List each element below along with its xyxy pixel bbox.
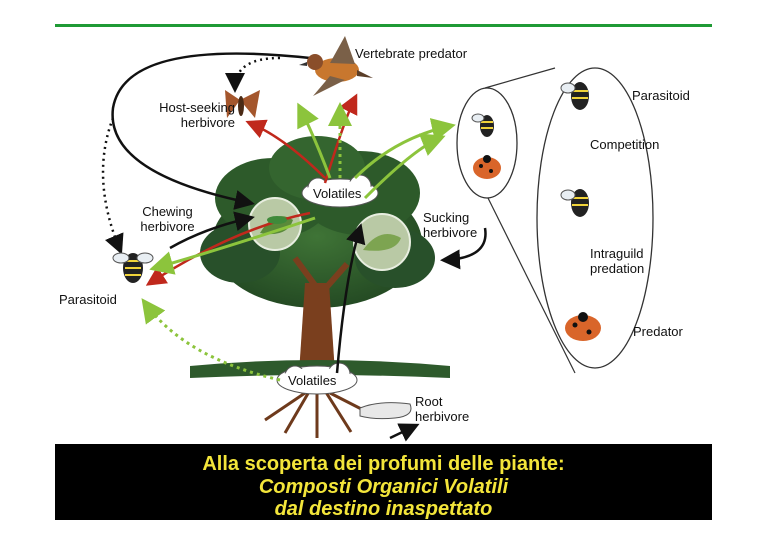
large-inset-wasp-mid-icon xyxy=(560,189,589,217)
black-arrow-predator-to-tree xyxy=(111,52,311,210)
bird-icon xyxy=(299,36,373,96)
label-volatiles-bottom: Volatiles xyxy=(288,373,337,388)
black-arrows xyxy=(111,52,487,442)
tritrophic-interaction-diagram: Vertebrate predator Host-seeking herbivo… xyxy=(55,28,712,444)
green-arrow-to-parasitoid xyxy=(149,216,316,275)
black-arrow-enemies-to-sucker xyxy=(440,227,487,270)
roots xyxy=(264,377,376,438)
label-chewing-herbivore: Chewing herbivore xyxy=(140,204,195,234)
label-competition: Competition xyxy=(590,137,660,152)
caption-line-2: Composti Organici Volatili xyxy=(258,476,509,498)
caption-line-3: dal destino inaspettato xyxy=(274,498,493,520)
label-root-herbivore: Root herbivore xyxy=(415,394,470,424)
inset-ladybug-icon xyxy=(473,155,501,179)
black-arrow-root-volatiles xyxy=(335,223,366,374)
caterpillar-icon xyxy=(267,216,287,224)
green-arrow-up-left xyxy=(297,102,332,179)
label-vertebrate-predator: Vertebrate predator xyxy=(355,46,468,61)
label-predator: Predator xyxy=(633,324,683,339)
black-arrow-parasitoid-to-chewer xyxy=(169,211,255,250)
moth-icon xyxy=(225,90,260,118)
dotted-arrow-root-to-parasitoid xyxy=(141,298,281,382)
volatiles-cloud-top xyxy=(301,174,379,208)
caption-banner: Alla scoperta dei profumi delle piante: … xyxy=(55,444,712,520)
label-host-seeking-herbivore: Host-seeking herbivore xyxy=(159,100,235,130)
caption-line-1: Alla scoperta dei profumi delle piante: xyxy=(202,453,565,475)
label-sucking-herbivore: Sucking herbivore xyxy=(423,210,478,240)
label-parasitoid-left: Parasitoid xyxy=(59,292,117,307)
dotted-green-arrows xyxy=(141,102,352,382)
top-accent-line xyxy=(55,24,712,27)
enemies-inset-small xyxy=(456,87,518,199)
label-intraguild-predation: Intraguild predation xyxy=(590,246,645,276)
label-volatiles-top: Volatiles xyxy=(313,186,362,201)
large-inset-ladybug-icon xyxy=(565,312,601,341)
green-arrow-to-enemies xyxy=(353,118,456,180)
tree-trunk xyxy=(299,283,335,373)
label-parasitoid-right: Parasitoid xyxy=(632,88,690,103)
large-inset-wasp-top-icon xyxy=(560,82,589,110)
parasitoid-wasp-icon xyxy=(112,252,154,283)
root-larva-icon xyxy=(359,402,412,420)
inset-wasp-icon xyxy=(471,113,494,137)
enemies-inset-large xyxy=(536,67,654,369)
dotted-arrow-predator-to-herbivore xyxy=(225,56,281,93)
green-arrows xyxy=(149,102,456,275)
red-arrow-to-predator xyxy=(323,93,358,184)
red-arrow-to-host-seeker xyxy=(245,119,326,179)
diagram-graphic xyxy=(101,36,654,442)
